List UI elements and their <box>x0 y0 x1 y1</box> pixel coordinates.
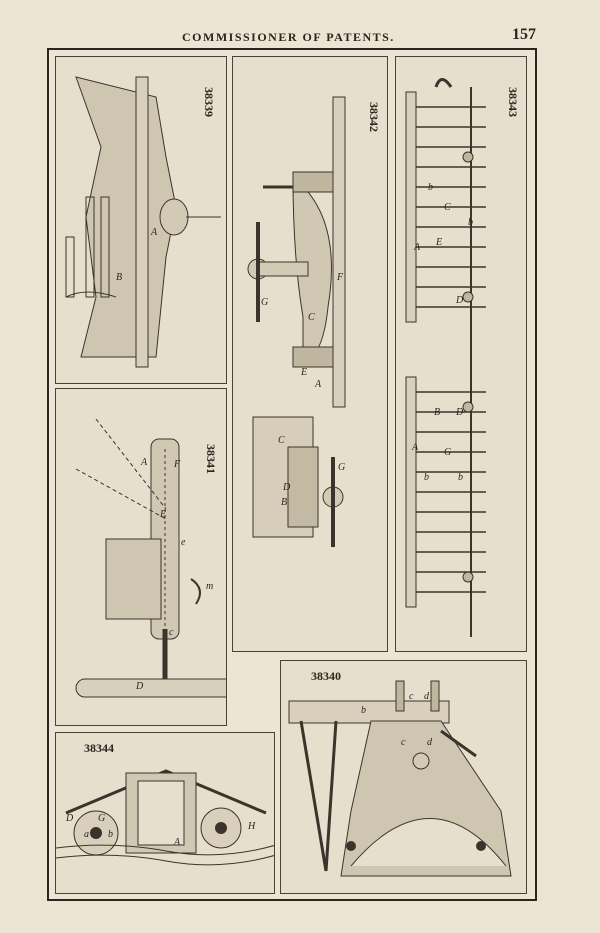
figure-38341-drawing <box>75 418 226 698</box>
figure-label: D <box>283 482 291 493</box>
figure-label: F <box>174 459 181 470</box>
figure-38341-number: 38341 <box>204 444 218 474</box>
figure-label: A <box>151 227 158 238</box>
figure-38339-drawing <box>65 76 221 368</box>
figure-label: B <box>116 272 123 283</box>
figure-38341-panel: 38341 F A E e m c D <box>55 388 227 726</box>
figure-38342-panel: 38342 F C G E A C G D B <box>232 56 388 652</box>
running-header: COMMISSIONER OF PATENTS. <box>182 30 395 44</box>
figure-label: D <box>136 681 144 692</box>
figure-label: A <box>412 442 419 453</box>
figure-38344-number: 38344 <box>84 741 114 755</box>
figure-label: A <box>174 837 181 848</box>
figure-38340-panel: 38340 b c d c d <box>280 660 527 894</box>
figure-38344-drawing <box>56 769 274 866</box>
figure-38340-drawing <box>288 680 512 877</box>
figure-label: D <box>456 407 464 418</box>
figure-label: E <box>160 509 167 520</box>
figure-label: A <box>315 379 322 390</box>
patent-plate: 38339 A B 38342 F C G <box>47 48 537 901</box>
figure-label: G <box>338 462 346 473</box>
figure-label: D <box>456 295 464 306</box>
figure-38344-panel: 38344 D a G b A H <box>55 732 275 894</box>
figure-38343-drawing <box>405 78 486 637</box>
figure-38340-number: 38340 <box>311 669 341 683</box>
figure-label: G <box>98 813 106 824</box>
figure-label: d <box>424 691 429 702</box>
figure-label: b <box>428 182 433 193</box>
figure-38343-number: 38343 <box>506 87 520 117</box>
figure-label: G <box>444 447 452 458</box>
figure-label: E <box>301 367 308 378</box>
figure-label: A <box>414 242 421 253</box>
figure-38339-panel: 38339 A B <box>55 56 227 384</box>
figure-label: H <box>248 821 256 832</box>
page-number: 157 <box>512 26 536 43</box>
figure-38343-panel: 38343 b C b E A D D B A G b b <box>395 56 527 652</box>
figure-label: B <box>281 497 288 508</box>
figure-label: F <box>337 272 344 283</box>
figure-label: a <box>84 829 89 840</box>
figure-38342-drawing <box>247 96 346 547</box>
figure-label: b <box>468 217 473 228</box>
figure-label: C <box>308 312 315 323</box>
figure-label: G <box>261 297 269 308</box>
figure-label: A <box>141 457 148 468</box>
figure-label: b <box>424 472 429 483</box>
figure-label: B <box>434 407 441 418</box>
figure-label: b <box>458 472 463 483</box>
figure-label: b <box>108 829 113 840</box>
figure-label: d <box>427 737 432 748</box>
figure-38342-number: 38342 <box>367 102 381 132</box>
figure-label: m <box>206 581 214 592</box>
figure-label: e <box>181 537 186 548</box>
figure-label: c <box>169 627 174 638</box>
figure-label: D <box>66 813 74 824</box>
figure-label: c <box>401 737 406 748</box>
figure-38339-number: 38339 <box>202 87 216 117</box>
figure-label: E <box>436 237 443 248</box>
figure-label: C <box>278 435 285 446</box>
figure-label: b <box>361 705 366 716</box>
figure-label: C <box>444 202 451 213</box>
figure-label: c <box>409 691 414 702</box>
